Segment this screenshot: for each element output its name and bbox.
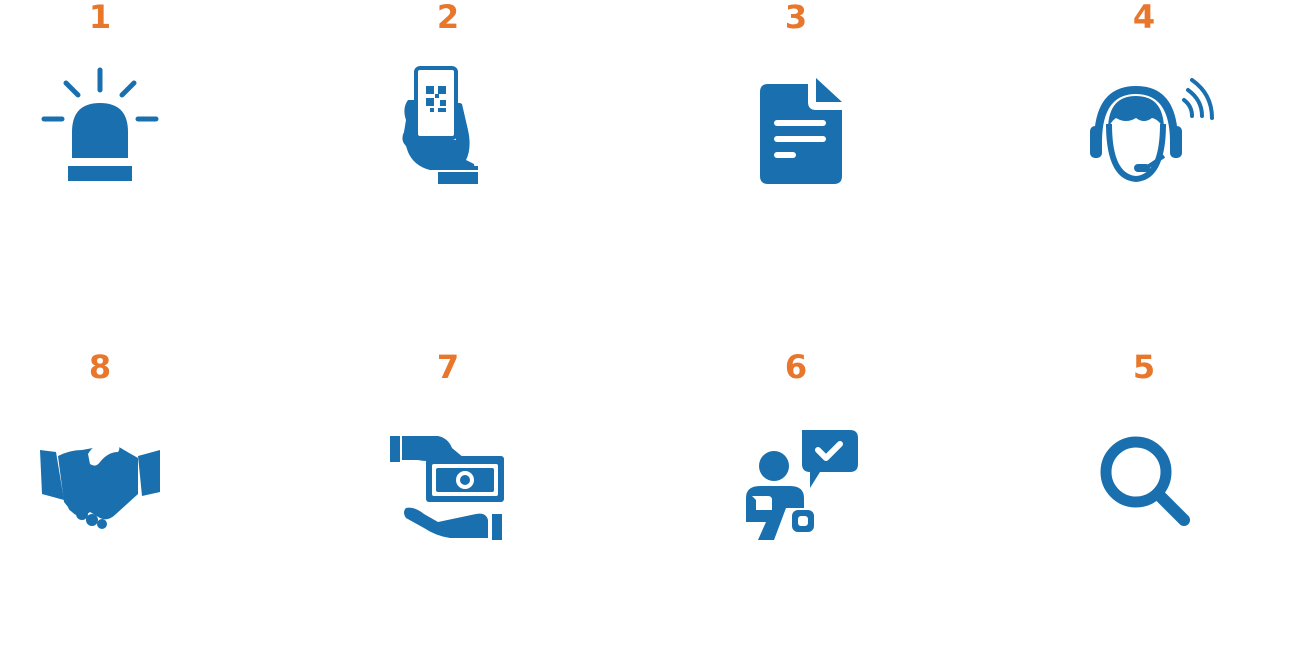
- step-7: 7: [368, 350, 528, 550]
- step-number: 2: [436, 0, 460, 36]
- step-number: 3: [784, 0, 808, 36]
- step-3: 3: [716, 0, 876, 200]
- step-8: 8: [20, 350, 180, 550]
- step-1: 1: [20, 0, 180, 200]
- magnifier-search-icon: [1064, 410, 1224, 540]
- hand-phone-qr-icon: [368, 60, 528, 190]
- alarm-siren-icon: [20, 60, 180, 190]
- step-5: 5: [1064, 350, 1224, 550]
- step-4: 4: [1064, 0, 1224, 200]
- headset-support-icon: [1064, 60, 1224, 190]
- step-number: 4: [1132, 0, 1156, 36]
- hand-money-icon: [368, 410, 528, 540]
- step-number: 1: [88, 0, 112, 36]
- step-6: 6: [716, 350, 876, 550]
- document-icon: [716, 60, 876, 190]
- step-number: 8: [88, 348, 112, 386]
- step-2: 2: [368, 0, 528, 200]
- step-number: 6: [784, 348, 808, 386]
- step-number: 7: [436, 348, 460, 386]
- step-number: 5: [1132, 348, 1156, 386]
- person-chat-check-icon: [716, 410, 876, 540]
- handshake-icon: [20, 410, 180, 540]
